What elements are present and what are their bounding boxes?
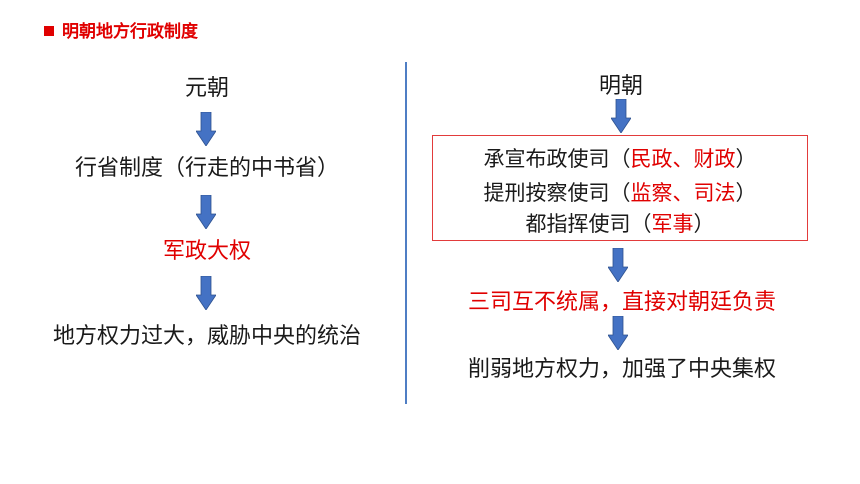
down-arrow-icon [196, 195, 216, 229]
three-offices-box [432, 135, 808, 241]
left-step-province: 行省制度（行走的中书省） [74, 156, 340, 181]
right-step-result: 削弱地方权力，加强了中央集权 [467, 357, 777, 382]
column-divider [405, 62, 407, 404]
office-duty: 军事 [651, 212, 694, 236]
office-duty: 监察、司法 [630, 181, 736, 205]
down-arrow-icon [608, 316, 628, 350]
down-arrow-icon [196, 276, 216, 310]
paren-close: ） [693, 212, 715, 236]
office-name: 都指挥使司 [525, 212, 631, 236]
left-step-power: 军政大权 [162, 239, 252, 264]
left-step-yuan: 元朝 [184, 76, 230, 101]
left-step-result: 地方权力过大，威胁中央的统治 [52, 324, 362, 349]
office-line-3: 都指挥使司（军事） [526, 208, 715, 238]
slide-title: 明朝地方行政制度 [44, 17, 198, 42]
paren-open: （ [630, 212, 652, 236]
paren-open: （ [609, 147, 631, 171]
office-line-1: 承宣布政使司（民政、财政） [484, 143, 757, 173]
down-arrow-icon [608, 248, 628, 282]
office-name: 承宣布政使司 [483, 147, 610, 171]
down-arrow-icon [196, 112, 216, 146]
right-step-ming: 明朝 [598, 74, 644, 99]
paren-close: ） [735, 147, 757, 171]
office-name: 提刑按察使司 [483, 181, 610, 205]
down-arrow-icon [611, 99, 631, 133]
slide-title-text: 明朝地方行政制度 [62, 22, 198, 42]
right-step-independence: 三司互不统属，直接对朝廷负责 [467, 290, 777, 315]
paren-open: （ [609, 181, 631, 205]
paren-close: ） [735, 181, 757, 205]
bullet-square-icon [44, 26, 54, 36]
office-line-2: 提刑按察使司（监察、司法） [484, 177, 757, 207]
office-duty: 民政、财政 [630, 147, 736, 171]
